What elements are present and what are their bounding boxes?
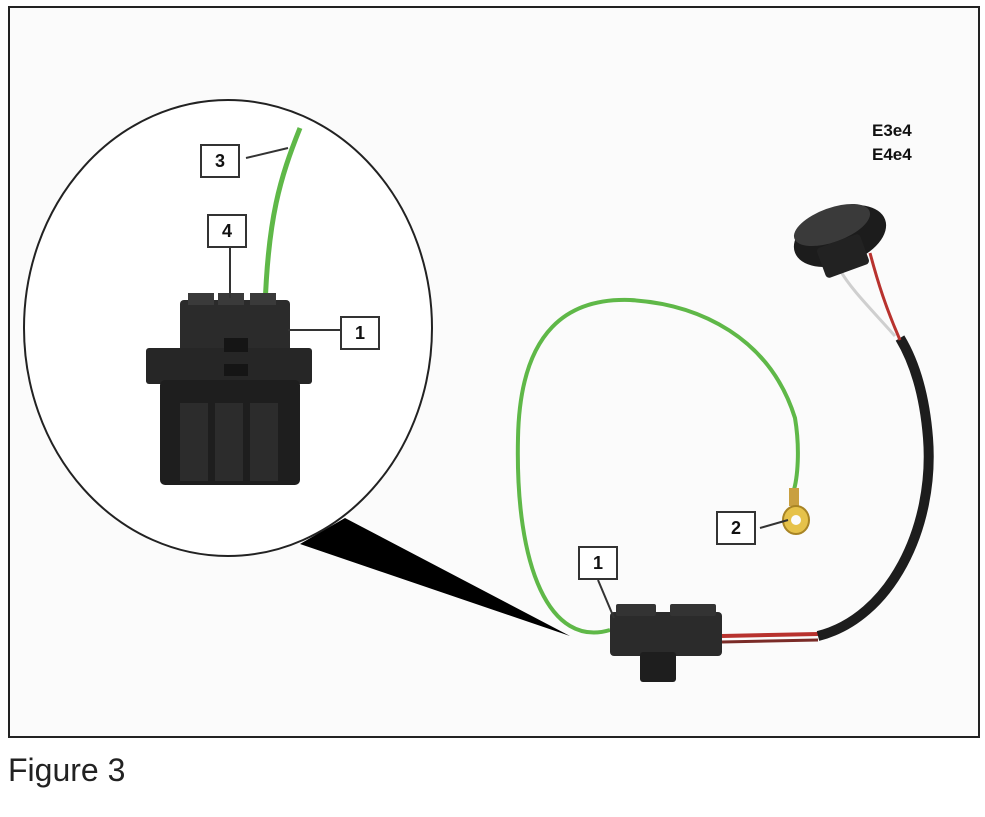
sleeve-end-wires-red [868, 252, 902, 341]
callout-zoom-pin: 4 [207, 214, 247, 248]
red-wire-upper [721, 638, 819, 644]
leader-3 [245, 147, 289, 159]
sleeve-end-wires-white [838, 269, 897, 337]
callout-harness-connector: 1 [578, 546, 618, 580]
ring-terminal [782, 488, 810, 535]
callout-ring-terminal: 2 [716, 511, 756, 545]
figure-illustration [23, 99, 934, 682]
figure-caption: Figure 3 [8, 752, 126, 788]
red-wire-lower [721, 632, 819, 638]
zoom-pointer-wedge [300, 518, 570, 636]
zoom-connector-body [146, 293, 312, 485]
component-code-1: E3e4 [872, 121, 912, 140]
leader-1-harness [597, 579, 615, 619]
callout-zoom-connector: 1 [340, 316, 380, 350]
callout-zoom-wire: 3 [200, 144, 240, 178]
harness-connector [610, 604, 722, 682]
ground-wire-loop [515, 297, 800, 635]
black-sleeve [816, 335, 934, 641]
figure-frame: 3 4 1 2 1 E3e4 E4e4 [8, 6, 980, 738]
leader-2 [759, 519, 789, 529]
component-code-2: E4e4 [872, 145, 912, 164]
round-socket [793, 203, 887, 278]
zoom-ground-wire [262, 127, 303, 309]
